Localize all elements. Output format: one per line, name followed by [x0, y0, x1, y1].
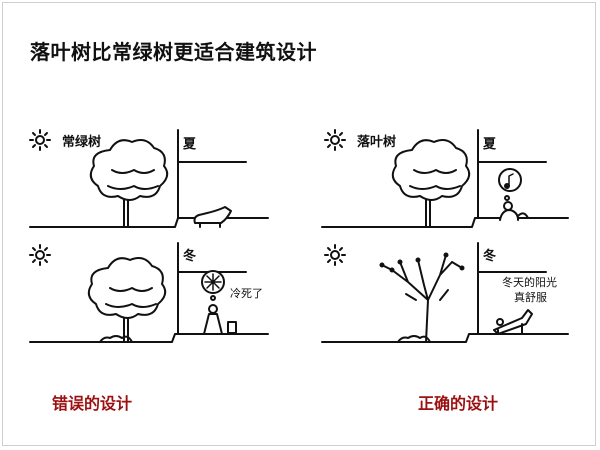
music-thought-bubble — [498, 168, 522, 201]
evergreen-tree-icon — [87, 257, 167, 343]
cold-text: 冷死了 — [230, 287, 263, 300]
deciduous-label: 落叶树 — [357, 134, 396, 150]
left-winter-scene — [29, 242, 269, 343]
bare-tree-icon — [379, 252, 465, 343]
lounge-chair-icon — [193, 206, 232, 224]
evergreen-label: 常绿树 — [62, 134, 101, 150]
sun-icon — [29, 244, 51, 266]
slide-frame — [2, 2, 596, 446]
sun-icon — [29, 129, 51, 151]
right-design-caption: 正确的设计 — [418, 394, 499, 413]
wrong-design-caption: 错误的设计 — [52, 394, 133, 413]
deciduous-tree-summer-icon — [391, 139, 471, 228]
right-winter-scene — [321, 242, 569, 343]
sun-icon — [324, 129, 346, 151]
evergreen-tree-icon — [89, 139, 169, 228]
left-winter-label: 冬 — [183, 248, 196, 264]
sunbathing-person-icon — [493, 309, 533, 335]
right-summer-label: 夏 — [482, 137, 497, 152]
right-summer-scene — [321, 129, 569, 228]
winter-sun-text-line2: 真舒服 — [514, 290, 547, 304]
winter-sun-text-line1: 冬天的阳光 — [502, 275, 557, 289]
cold-thought-bubble — [201, 270, 225, 301]
slide-title: 落叶树比常绿树更适合建筑设计 — [30, 40, 317, 64]
right-winter-label: 冬 — [483, 248, 496, 264]
shivering-person-icon — [203, 304, 223, 335]
heater-icon — [227, 321, 237, 334]
sun-icon — [324, 244, 346, 266]
relaxing-person-icon — [499, 201, 529, 221]
left-summer-label: 夏 — [182, 137, 197, 152]
left-summer-scene — [29, 129, 269, 228]
